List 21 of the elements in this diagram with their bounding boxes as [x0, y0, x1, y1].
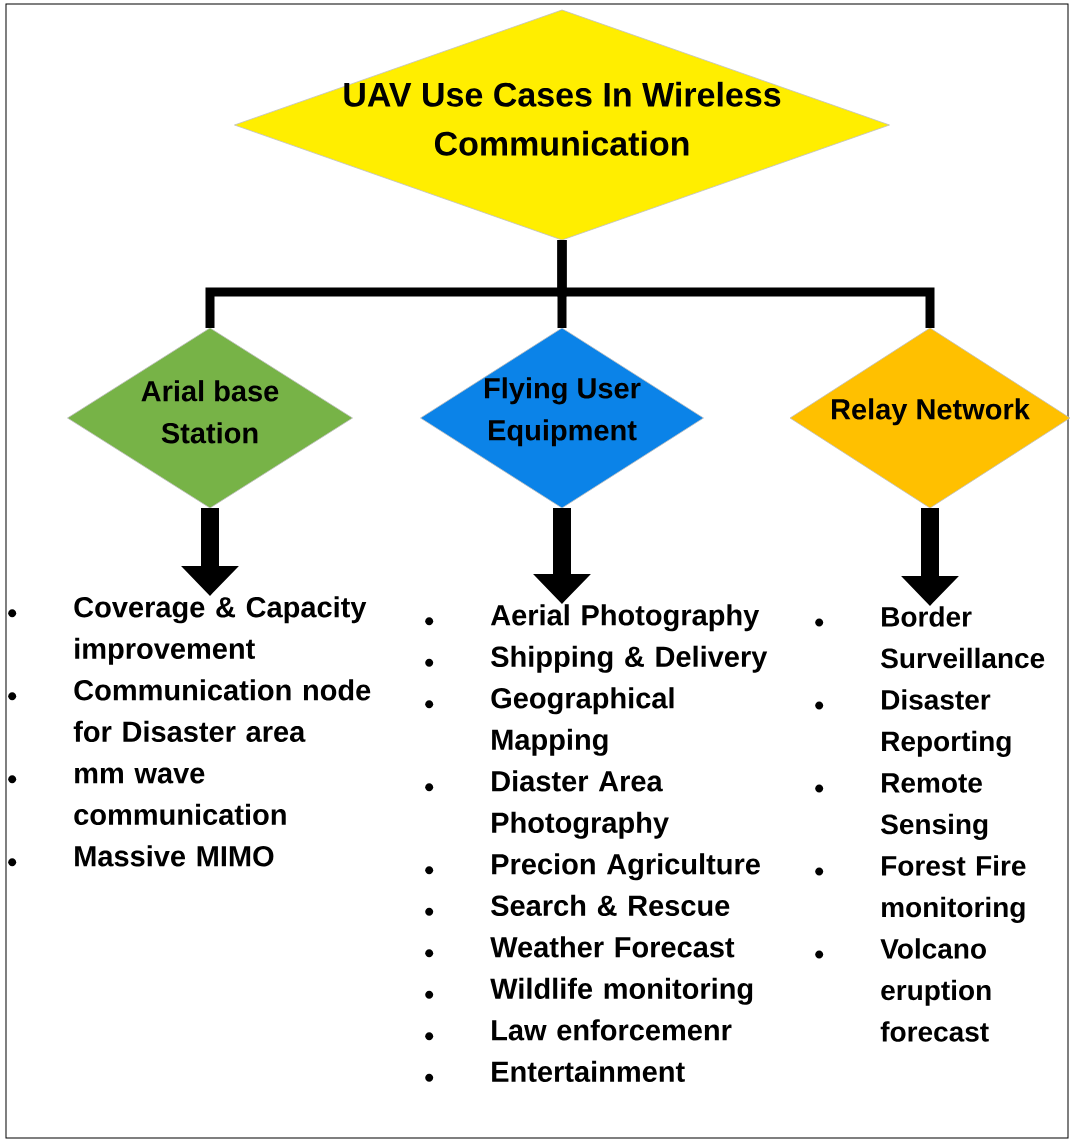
- node-label: Disaster Reporting: [882, 689, 1011, 757]
- bullet-list: Coverage & Capacity improvement Communication node for Disaster area mm wave communication Massive MIMO: [8, 596, 371, 867]
- node-label: Weather Forecast: [490, 936, 735, 958]
- bullet-list: Border Surveillance Disaster Reporting Remote Sensing Forest Fire monitoring Volcano eruption forecast: [815, 606, 1045, 1042]
- node-label: Entertainment: [492, 1060, 685, 1082]
- node-label: Shipping & Delivery: [491, 645, 768, 673]
- node-label: Wildlife monitoring: [490, 977, 753, 1005]
- node-label: Law enforcemenr: [492, 1019, 732, 1041]
- node-label: Geographical Mapping: [491, 687, 674, 756]
- node-label: Aerial Photography: [490, 604, 760, 632]
- node-label: Search & Rescue: [491, 894, 730, 916]
- node-label: Coverage & Capacity improvement: [74, 596, 367, 665]
- node-label: Border Surveillance: [881, 606, 1045, 669]
- node-label: mm wave communication: [74, 767, 286, 825]
- node-label: Forest Fire monitoring: [882, 855, 1026, 923]
- bullet-list: Aerial Photography Shipping & Delivery Geographical Mapping Diaster Area Photography Precion Agriculture Search & Rescue Weather Forecast Wildlife monitoring Law enforcemenr Entertainment: [425, 604, 768, 1082]
- node-label: Diaster Area Photography: [492, 770, 669, 839]
- node-label: Volcano eruption forecast: [880, 938, 991, 1042]
- node-label: Precion Agriculture: [492, 853, 760, 881]
- node-label: Remote Sensing: [881, 773, 988, 840]
- node-label: Massive MIMO: [75, 845, 274, 867]
